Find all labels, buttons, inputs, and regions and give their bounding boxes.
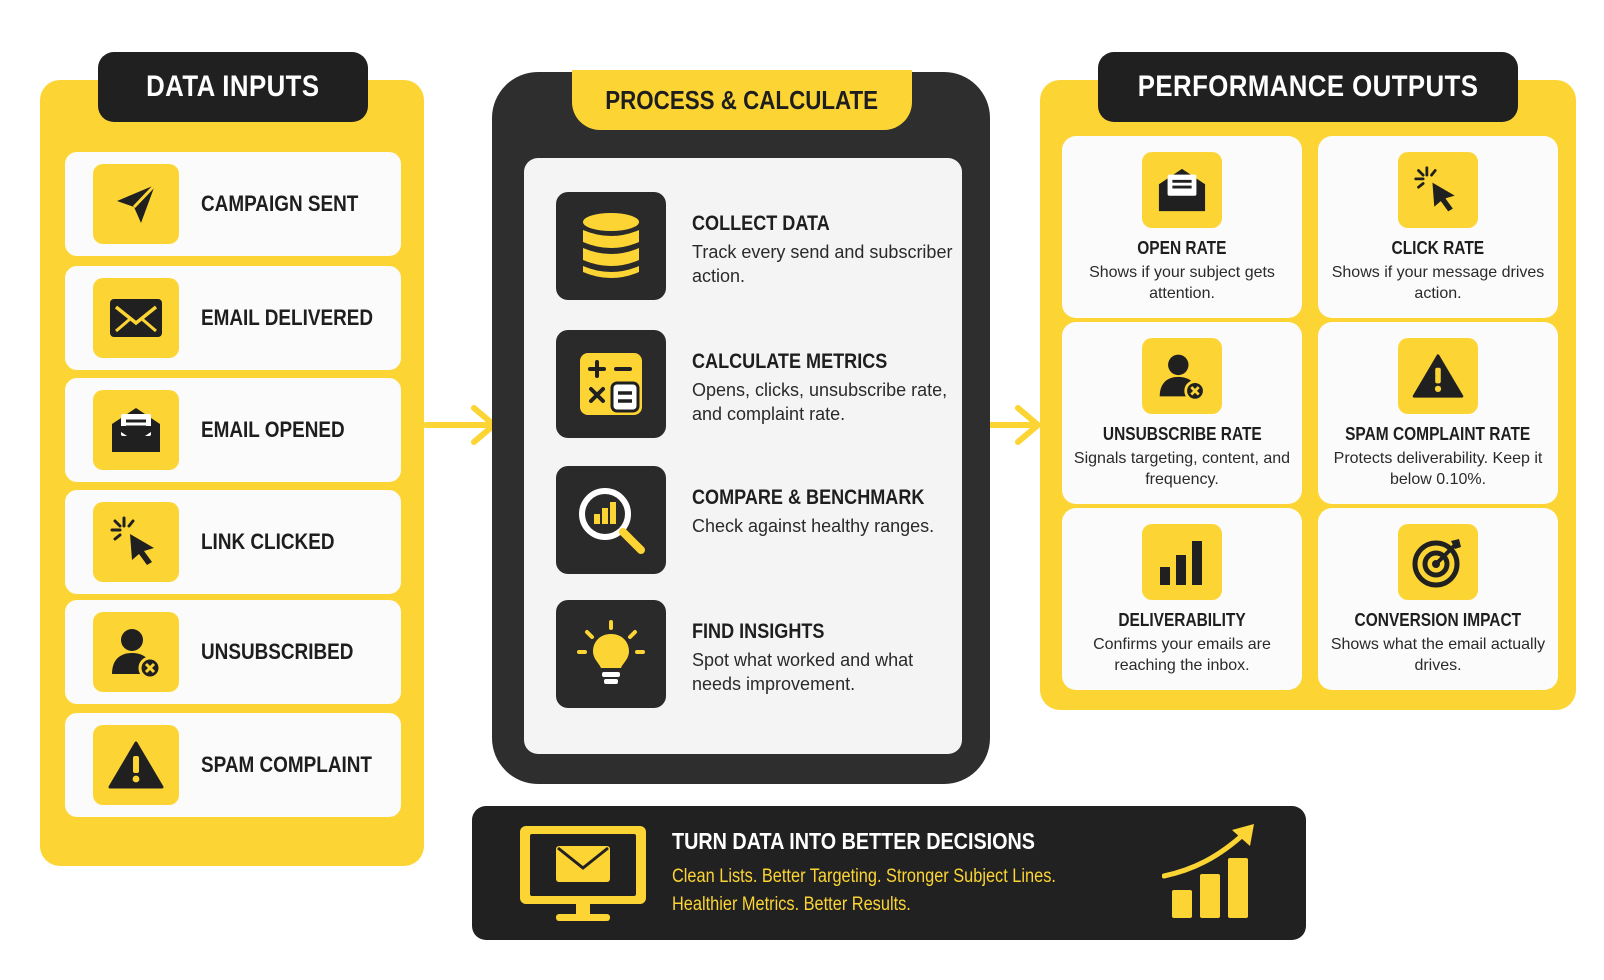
output-title: SPAM COMPLAINT RATE [1345, 424, 1531, 444]
input-card-email-delivered: EMAIL DELIVERED [65, 266, 401, 370]
step-desc: Spot what worked and what needs improvem… [692, 650, 914, 694]
step-desc: Check against healthy ranges. [692, 516, 935, 536]
performance-outputs-header: PERFORMANCE OUTPUTS [1098, 52, 1518, 122]
input-label: EMAIL OPENED [201, 417, 345, 442]
output-title: OPEN RATE [1137, 238, 1227, 258]
process-step-compare-benchmark: COMPARE & BENCHMARK Check against health… [556, 466, 956, 576]
step-title: CALCULATE METRICS [692, 350, 888, 373]
monitor-email-icon [520, 826, 646, 921]
process-step-calculate-metrics: CALCULATE METRICS Opens, clicks, unsubsc… [556, 330, 956, 440]
output-card-conversion-impact: CONVERSION IMPACT Shows what the email a… [1318, 508, 1558, 690]
output-card-unsubscribe-rate: UNSUBSCRIBE RATE Signals targeting, cont… [1062, 322, 1302, 504]
open-envelope-icon [1142, 152, 1222, 228]
input-label: EMAIL DELIVERED [201, 305, 374, 330]
input-card-unsubscribed: UNSUBSCRIBED [65, 600, 401, 704]
output-title: UNSUBSCRIBE RATE [1102, 424, 1262, 444]
banner-line-1: Clean Lists. Better Targeting. Stronger … [672, 866, 1056, 887]
decisions-banner: TURN DATA INTO BETTER DECISIONS Clean Li… [472, 806, 1306, 940]
cursor-click-icon [1398, 152, 1478, 228]
lightbulb-icon [556, 600, 666, 708]
warning-icon [1398, 338, 1478, 414]
input-card-link-clicked: LINK CLICKED [65, 490, 401, 594]
bar-chart-icon [1142, 524, 1222, 600]
output-title: CLICK RATE [1391, 238, 1485, 258]
output-desc: Shows if your subject gets attention. [1089, 264, 1275, 302]
input-label: UNSUBSCRIBED [201, 639, 354, 664]
input-card-email-opened: EMAIL OPENED [65, 378, 401, 482]
input-card-spam-complaint: SPAM COMPLAINT [65, 713, 401, 817]
output-card-open-rate: OPEN RATE Shows if your subject gets att… [1062, 136, 1302, 318]
output-title: DELIVERABILITY [1118, 610, 1246, 630]
step-desc: Track every send and subscriber action. [692, 242, 953, 286]
output-card-spam-complaint-rate: SPAM COMPLAINT RATE Protects deliverabil… [1318, 322, 1558, 504]
process-step-find-insights: FIND INSIGHTS Spot what worked and what … [556, 600, 956, 710]
target-icon [1398, 524, 1478, 600]
input-label: CAMPAIGN SENT [201, 191, 359, 216]
cursor-click-icon [93, 502, 179, 582]
warning-icon [93, 725, 179, 805]
step-desc: Opens, clicks, unsubscribe rate, and com… [692, 380, 948, 424]
user-remove-icon [93, 612, 179, 692]
user-remove-icon [1142, 338, 1222, 414]
calculator-icon [556, 330, 666, 438]
growth-chart-icon [1162, 824, 1254, 918]
output-desc: Shows what the email actually drives. [1330, 636, 1546, 674]
data-inputs-header: DATA INPUTS [98, 52, 368, 122]
banner-line-2: Healthier Metrics. Better Results. [672, 894, 911, 915]
envelope-icon [93, 278, 179, 358]
step-title: COMPARE & BENCHMARK [692, 486, 925, 509]
output-desc: Shows if your message drives action. [1331, 264, 1545, 302]
output-desc: Confirms your emails are reaching the in… [1093, 636, 1271, 674]
input-card-campaign-sent: CAMPAIGN SENT [65, 152, 401, 256]
paper-plane-icon [93, 164, 179, 244]
magnifier-chart-icon [556, 466, 666, 574]
process-step-collect-data: COLLECT DATA Track every send and subscr… [556, 192, 956, 302]
output-title: CONVERSION IMPACT [1354, 610, 1522, 630]
output-desc: Protects deliverability. Keep it below 0… [1333, 450, 1543, 488]
input-label: SPAM COMPLAINT [201, 752, 372, 777]
step-title: COLLECT DATA [692, 212, 830, 235]
input-label: LINK CLICKED [201, 529, 335, 554]
database-icon [556, 192, 666, 300]
output-desc: Signals targeting, content, and frequenc… [1073, 450, 1291, 488]
process-header: PROCESS & CALCULATE [572, 70, 912, 130]
open-envelope-icon [93, 390, 179, 470]
output-card-click-rate: CLICK RATE Shows if your message drives … [1318, 136, 1558, 318]
step-title: FIND INSIGHTS [692, 620, 825, 643]
output-card-deliverability: DELIVERABILITY Confirms your emails are … [1062, 508, 1302, 690]
banner-title: TURN DATA INTO BETTER DECISIONS [672, 828, 1036, 854]
